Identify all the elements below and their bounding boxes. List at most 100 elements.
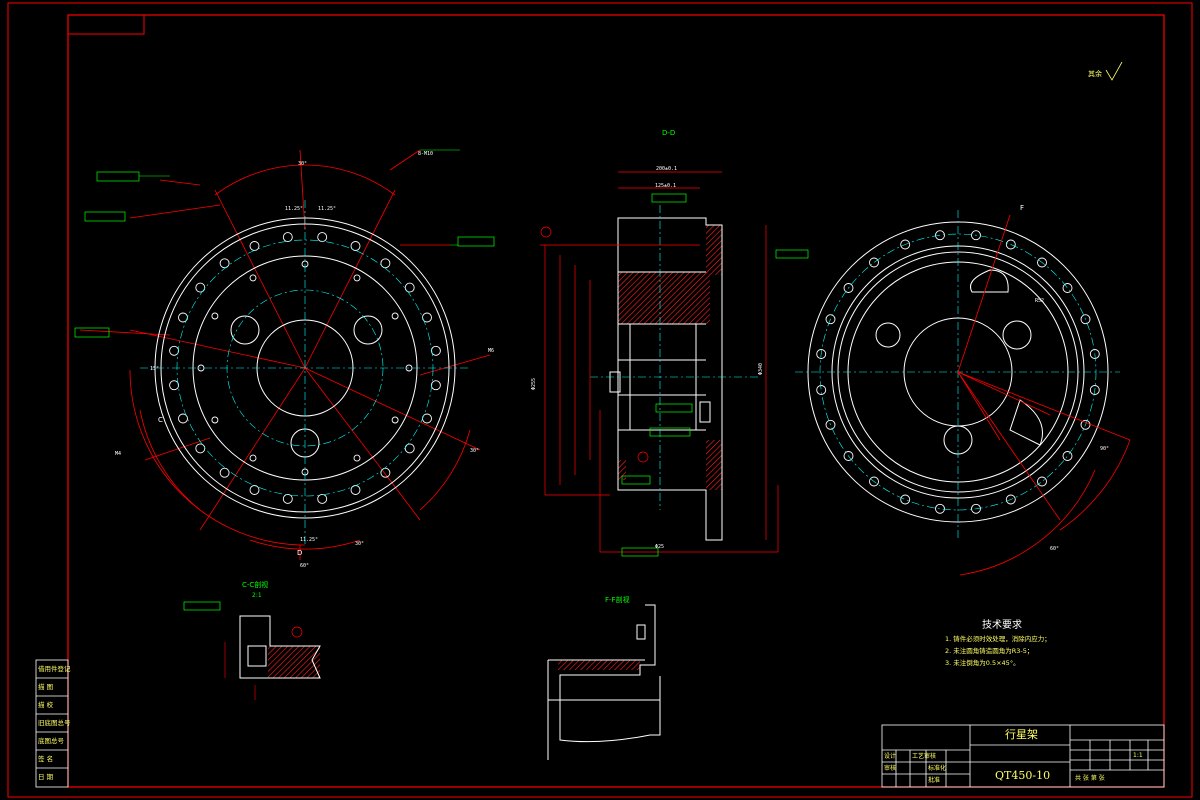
title-block-cell-4: 审核	[884, 764, 896, 772]
bolt-hole	[816, 349, 827, 359]
section-centerlines	[590, 205, 760, 510]
right-view-centerlines	[795, 210, 1120, 540]
section-title-dd: D-D	[662, 129, 675, 137]
side-strip-labels: 借用件登记 描 图 描 校 旧底图总号 底图总号 签 名 日 期	[38, 664, 71, 781]
bolt-hole	[195, 443, 206, 454]
bolt-hole	[869, 257, 879, 268]
bolt-hole	[430, 345, 441, 356]
svg-text:11.25°: 11.25°	[285, 206, 303, 212]
bolt-hole	[869, 476, 879, 487]
bolt-hole	[249, 241, 260, 251]
section-dimensions	[540, 171, 779, 553]
detail-c-hatch	[268, 646, 320, 678]
bolt-hole	[404, 282, 415, 293]
svg-text:R52: R52	[1035, 298, 1044, 304]
bolt-hole	[317, 493, 328, 504]
tech-req-item-2: 2. 未注圆角铸造圆角为R3-5；	[945, 646, 1033, 655]
section-hatch	[618, 225, 722, 490]
bolt-hole	[1080, 314, 1091, 325]
bolt-hole	[422, 312, 432, 323]
tech-req-item-1: 1. 铸件必须时效处理，消除内应力；	[945, 634, 1051, 643]
detail-c-dimensions	[224, 642, 256, 700]
side-strip-label-5: 签 名	[38, 754, 53, 763]
right-view-dimensions	[957, 214, 1131, 576]
detail-f-title: F-F剖视	[605, 595, 630, 604]
left-view-feature-frames	[74, 171, 495, 338]
bolt-hole	[1062, 283, 1073, 293]
datum-a-icon	[540, 226, 552, 238]
svg-text:Φ25: Φ25	[655, 544, 664, 550]
bolt-hole	[430, 380, 441, 391]
bolt-hole	[843, 283, 854, 293]
datum-c-icon	[291, 626, 303, 638]
bolt-hole	[843, 451, 854, 461]
bolt-hole	[1037, 476, 1047, 487]
bolt-hole	[317, 232, 328, 243]
svg-text:30°: 30°	[355, 541, 364, 547]
svg-text:M4: M4	[115, 451, 121, 457]
svg-text:8-M10: 8-M10	[418, 151, 433, 157]
title-block-text: 行星架 QT450-10 工艺审核 标准化 批准 设计 审核 1:1 共 张 第…	[884, 728, 1143, 784]
side-strip-label-6: 日 期	[38, 773, 54, 781]
title-block-cell-2: 批准	[928, 776, 940, 784]
bolt-hole	[353, 454, 361, 462]
svg-text:60°: 60°	[300, 563, 309, 569]
bolt-hole	[404, 443, 415, 454]
section-dim-text: 200±0.1 125±0.1 Φ255 Φ340 Φ25	[531, 166, 764, 550]
svg-text:11.25°: 11.25°	[318, 206, 336, 212]
left-view-centerlines	[140, 200, 470, 545]
bolt-hole	[391, 416, 399, 424]
left-front-view: 30° 11.25° 11.25° 15° 30° 60° 30° 11.25°…	[74, 149, 495, 569]
svg-text:200±0.1: 200±0.1	[656, 166, 677, 172]
title-block	[881, 724, 1165, 788]
roughness-note: 其余	[1088, 61, 1123, 81]
drawing-frame	[7, 2, 1193, 798]
detail-c-outline	[239, 615, 321, 679]
detail-f-outline	[547, 604, 661, 760]
detail-c-title: C-C剖视	[242, 580, 268, 589]
bolt-hole	[169, 345, 180, 356]
roughness-note-text: 其余	[1088, 69, 1102, 78]
bolt-hole	[1062, 451, 1073, 461]
scale-label: 1:1	[1133, 752, 1143, 759]
bolt-hole	[219, 467, 230, 478]
svg-text:M6: M6	[488, 348, 494, 354]
bolt-hole	[825, 419, 836, 430]
section-outline	[609, 217, 723, 541]
section-mark-d-left: D	[297, 549, 302, 557]
bolt-hole	[249, 454, 257, 462]
section-mark-f-right: F	[1020, 204, 1024, 212]
section-feature-frames	[621, 193, 809, 557]
left-view-dimensions	[79, 149, 491, 560]
bolt-hole	[1037, 257, 1047, 268]
bolt-hole	[195, 282, 206, 293]
bolt-hole	[1005, 494, 1016, 505]
svg-text:15°: 15°	[150, 366, 159, 372]
right-view-bolt-holes	[816, 230, 1100, 514]
bolt-hole	[219, 258, 230, 269]
left-view-dim-text: 30° 11.25° 11.25° 15° 30° 60° 30° 11.25°…	[115, 151, 494, 569]
bolt-hole	[1080, 419, 1091, 430]
sheet-label: 共 张 第 张	[1075, 774, 1105, 782]
datum-b-icon	[637, 451, 649, 463]
bolt-hole	[249, 485, 260, 495]
middle-section-view: D-D	[531, 129, 809, 557]
svg-text:30°: 30°	[470, 448, 479, 454]
bolt-hole	[405, 364, 413, 372]
bolt-hole	[1089, 385, 1100, 395]
tech-req-item-3: 3. 未注倒角为0.5×45°。	[945, 658, 1020, 667]
bolt-hole	[971, 230, 981, 241]
bolt-hole	[169, 380, 180, 391]
side-strip-label-4: 底图总号	[38, 736, 65, 745]
bolt-hole	[350, 485, 361, 495]
svg-text:60°: 60°	[1050, 546, 1059, 552]
bolt-hole	[825, 314, 836, 325]
svg-text:Φ340: Φ340	[758, 363, 764, 375]
right-back-view: 90° 60° R52 F	[795, 204, 1131, 576]
bolt-hole	[971, 503, 981, 514]
side-strip-label-3: 旧底图总号	[38, 718, 71, 727]
roughness-symbol-icon	[1105, 61, 1123, 81]
bolt-hole	[816, 385, 827, 395]
bolt-hole	[900, 239, 911, 250]
